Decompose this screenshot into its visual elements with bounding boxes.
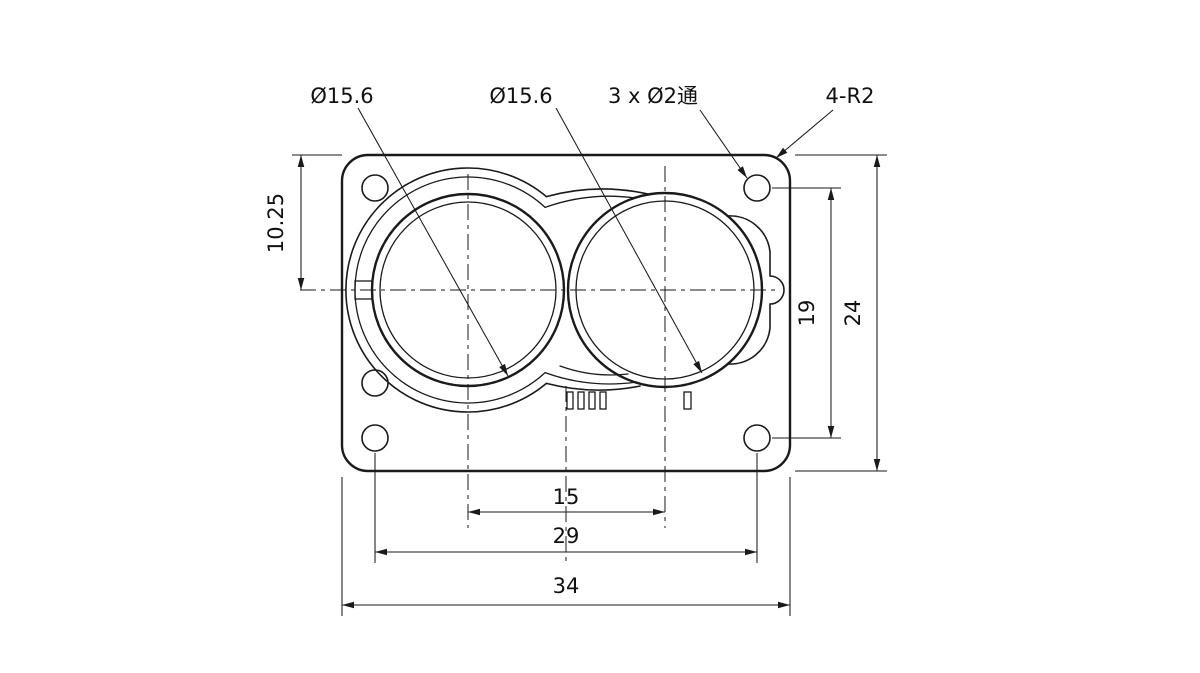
callouts: Ø15.6 Ø15.6 3 x Ø2通 4-R2 bbox=[310, 84, 875, 377]
dimension-text: 19 bbox=[795, 300, 819, 327]
hole-top-left bbox=[361, 174, 389, 202]
leader-line bbox=[357, 107, 509, 377]
callout-right-lens-diameter: Ø15.6 bbox=[489, 84, 703, 374]
callout-text: 3 x Ø2通 bbox=[608, 84, 698, 108]
dim-top-to-center: 10.25 bbox=[264, 154, 342, 290]
housing-inner-top-edge bbox=[544, 195, 636, 209]
dim-hole-horizontal-pitch: 29 bbox=[374, 453, 758, 563]
hole-bottom-right bbox=[743, 424, 771, 452]
centerlines bbox=[300, 166, 780, 566]
callout-text: Ø15.6 bbox=[489, 84, 552, 108]
housing-inner-contour bbox=[354, 176, 638, 404]
dimensions: 10.25 19 24 15 29 bbox=[264, 154, 887, 616]
right-side-bracket bbox=[726, 215, 785, 365]
dimension-text: 10.25 bbox=[264, 193, 288, 253]
housing-outer-top-edge bbox=[545, 188, 649, 198]
dim-plate-height: 24 bbox=[795, 154, 887, 472]
dim-hole-vertical-pitch: 19 bbox=[772, 187, 841, 439]
connector-pin-4 bbox=[599, 391, 607, 410]
callout-text: Ø15.6 bbox=[310, 84, 373, 108]
leader-line bbox=[555, 107, 703, 374]
hole-bottom-left bbox=[361, 424, 389, 452]
dim-plate-width: 34 bbox=[341, 477, 791, 616]
connector-pin-2 bbox=[577, 391, 585, 410]
callout-corner-radius: 4-R2 bbox=[775, 84, 875, 159]
callout-text: 4-R2 bbox=[826, 84, 875, 108]
dimension-text: 24 bbox=[841, 300, 865, 327]
housing-spiral-detail bbox=[559, 365, 629, 376]
connector-pin-3 bbox=[588, 391, 596, 410]
dimension-text: 29 bbox=[553, 524, 580, 548]
dimension-text: 15 bbox=[553, 485, 580, 509]
leader-line bbox=[699, 109, 748, 179]
connector-pin-1 bbox=[566, 391, 574, 410]
connector-pin-5 bbox=[683, 391, 692, 410]
callout-through-holes: 3 x Ø2通 bbox=[608, 84, 748, 179]
dimension-text: 34 bbox=[553, 574, 580, 598]
leader-line bbox=[775, 109, 834, 159]
housing-outer-contour bbox=[345, 167, 641, 413]
dim-lens-center-distance: 15 bbox=[468, 485, 665, 516]
hole-top-right bbox=[743, 174, 771, 202]
hole-side-left bbox=[361, 369, 389, 397]
callout-left-lens-diameter: Ø15.6 bbox=[310, 84, 509, 377]
